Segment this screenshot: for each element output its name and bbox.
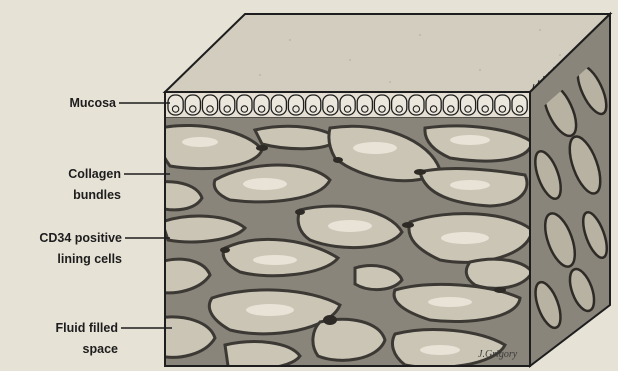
mucosa-cells (168, 95, 527, 115)
label-cd34-line1: CD34 positive (39, 231, 122, 245)
fluid-space (313, 319, 385, 360)
label-fluid-line2: space (83, 342, 118, 356)
illustrator-credit: J.Grigory (478, 349, 518, 360)
fluid-space (466, 259, 532, 288)
label-collagen-line1: Collagen (68, 167, 121, 181)
label-fluid-line1: Fluid filled (56, 321, 119, 335)
labels: Mucosa Collagen bundles CD34 positive li… (39, 96, 172, 356)
label-mucosa: Mucosa (69, 96, 117, 110)
tissue-block: J.Grigory (158, 14, 612, 369)
label-cd34-line2: lining cells (57, 252, 122, 266)
label-collagen-line2: bundles (73, 188, 121, 202)
